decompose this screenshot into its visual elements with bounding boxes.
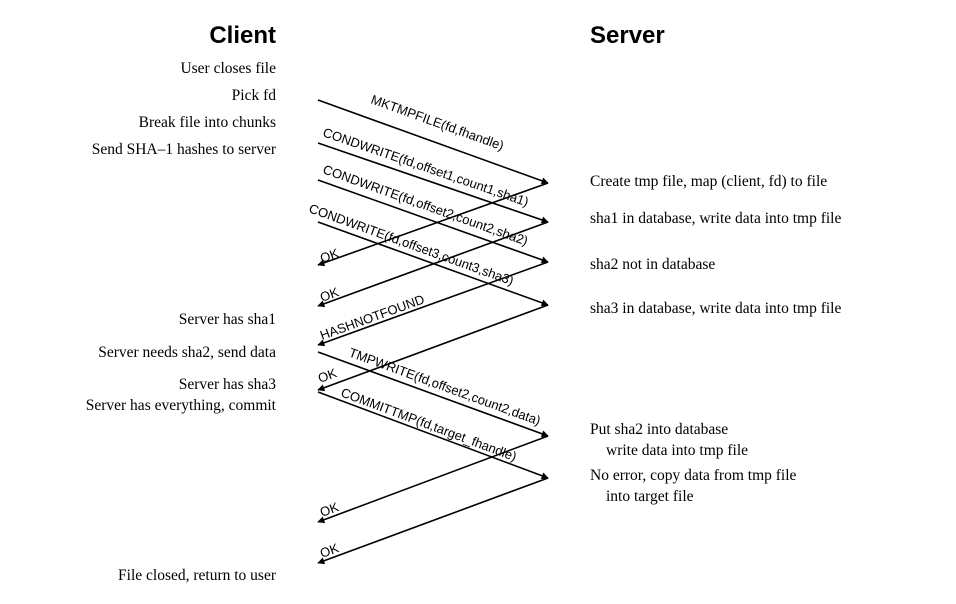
message-arrow [317,304,549,392]
client-note: Send SHA–1 hashes to server [92,141,277,158]
server-note: Create tmp file, map (client, fd) to fil… [590,173,827,190]
client-note: Break file into chunks [139,114,276,131]
message-arrow [317,99,549,185]
message-label: OK [318,540,341,561]
client-note: File closed, return to user [118,567,277,584]
client-note: User closes file [180,60,276,77]
message-arrow [317,477,549,565]
message-arrow [317,142,549,224]
message-arrow [317,221,549,308]
client-note: Pick fd [232,87,277,104]
message-arrow [317,261,549,347]
client-note: Server has sha3 [179,376,277,393]
server-header: Server [590,22,665,49]
message-label: OK [318,499,341,520]
message-label: OK [316,365,339,386]
message-label: OK [318,245,341,266]
message-arrow [317,179,549,264]
message-arrow [317,182,549,267]
server-note: sha3 in database, write data into tmp fi… [590,300,841,317]
message-arrow [317,351,549,438]
server-note: sha1 in database, write data into tmp fi… [590,210,841,227]
client-note: Server has everything, commit [86,397,277,414]
client-note: Server needs sha2, send data [98,344,276,361]
client-note: Server has sha1 [179,311,276,328]
message-label: MKTMPFILE(fd,fhandle) [369,92,506,154]
server-note: sha2 not in database [590,256,715,273]
server-note: Put sha2 into database [590,421,728,438]
server-note: into target file [606,488,694,505]
message-arrow [317,391,549,480]
server-note: No error, copy data from tmp file [590,467,797,484]
message-arrow [317,435,549,524]
client-header: Client [209,22,276,49]
message-label: OK [318,284,341,305]
server-note: write data into tmp file [606,442,748,459]
message-label: TMPWRITE(fd,offset2,count2,data) [347,345,543,428]
